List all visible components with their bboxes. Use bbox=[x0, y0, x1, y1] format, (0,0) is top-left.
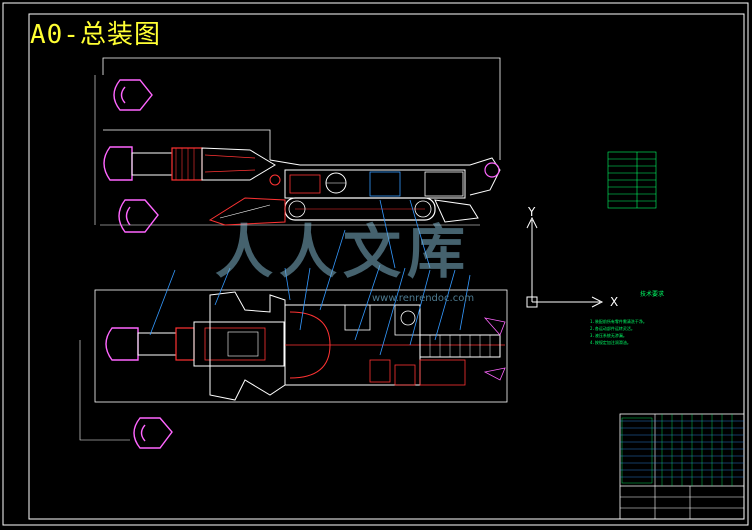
side-view bbox=[94, 57, 501, 233]
watermark-text: 人人文库 bbox=[215, 218, 472, 286]
note-line: 2.各运动部件运转灵活。 bbox=[590, 326, 635, 331]
cutter-head-middle bbox=[103, 146, 133, 181]
note-line: 4.按规定加注润滑油。 bbox=[590, 340, 631, 345]
plan-cutter-lower bbox=[133, 417, 173, 449]
leader-lines bbox=[149, 199, 471, 356]
notes-title: 技术要求 bbox=[640, 291, 665, 298]
cutter-head-upper bbox=[113, 79, 153, 111]
x-axis-label: X bbox=[610, 295, 619, 309]
plan-cutter-head bbox=[105, 327, 139, 361]
drawing-title: A0-总装图 bbox=[30, 20, 161, 50]
y-axis-label: Y bbox=[528, 205, 536, 219]
cutter-head-lower bbox=[118, 199, 159, 233]
watermark-url: www.renrendoc.com bbox=[372, 293, 475, 304]
inner-frame bbox=[28, 13, 745, 520]
ucs-axes-icon bbox=[526, 216, 604, 308]
parameter-table bbox=[607, 151, 657, 209]
note-line: 1.装配前所有零件需清洗干净。 bbox=[590, 319, 647, 324]
technical-notes: 1.装配前所有零件需清洗干净。 2.各运动部件运转灵活。 3.液压系统无渗漏。 … bbox=[590, 318, 720, 346]
note-line: 3.液压系统无渗漏。 bbox=[590, 333, 627, 338]
title-block bbox=[619, 413, 745, 520]
plan-view bbox=[79, 289, 508, 449]
